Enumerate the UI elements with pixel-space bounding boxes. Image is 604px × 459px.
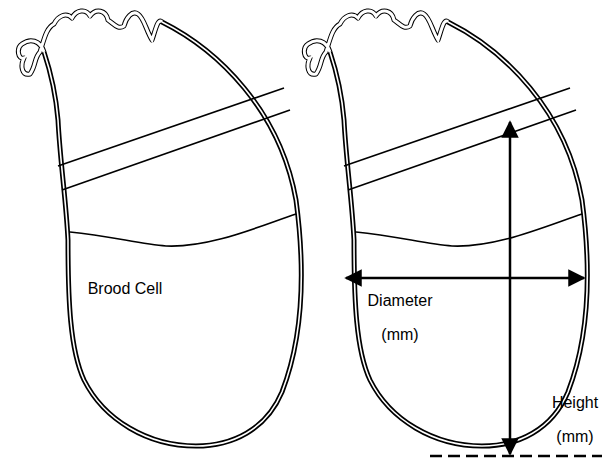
- baseline: [430, 455, 602, 458]
- height-arrow: [509, 122, 512, 454]
- dimension-label: Height (mm): [548, 386, 602, 454]
- diameter-arrow: [346, 277, 584, 280]
- dimension-label: Diameter (mm): [352, 284, 448, 352]
- cell-label: Brood Cell: [70, 272, 180, 306]
